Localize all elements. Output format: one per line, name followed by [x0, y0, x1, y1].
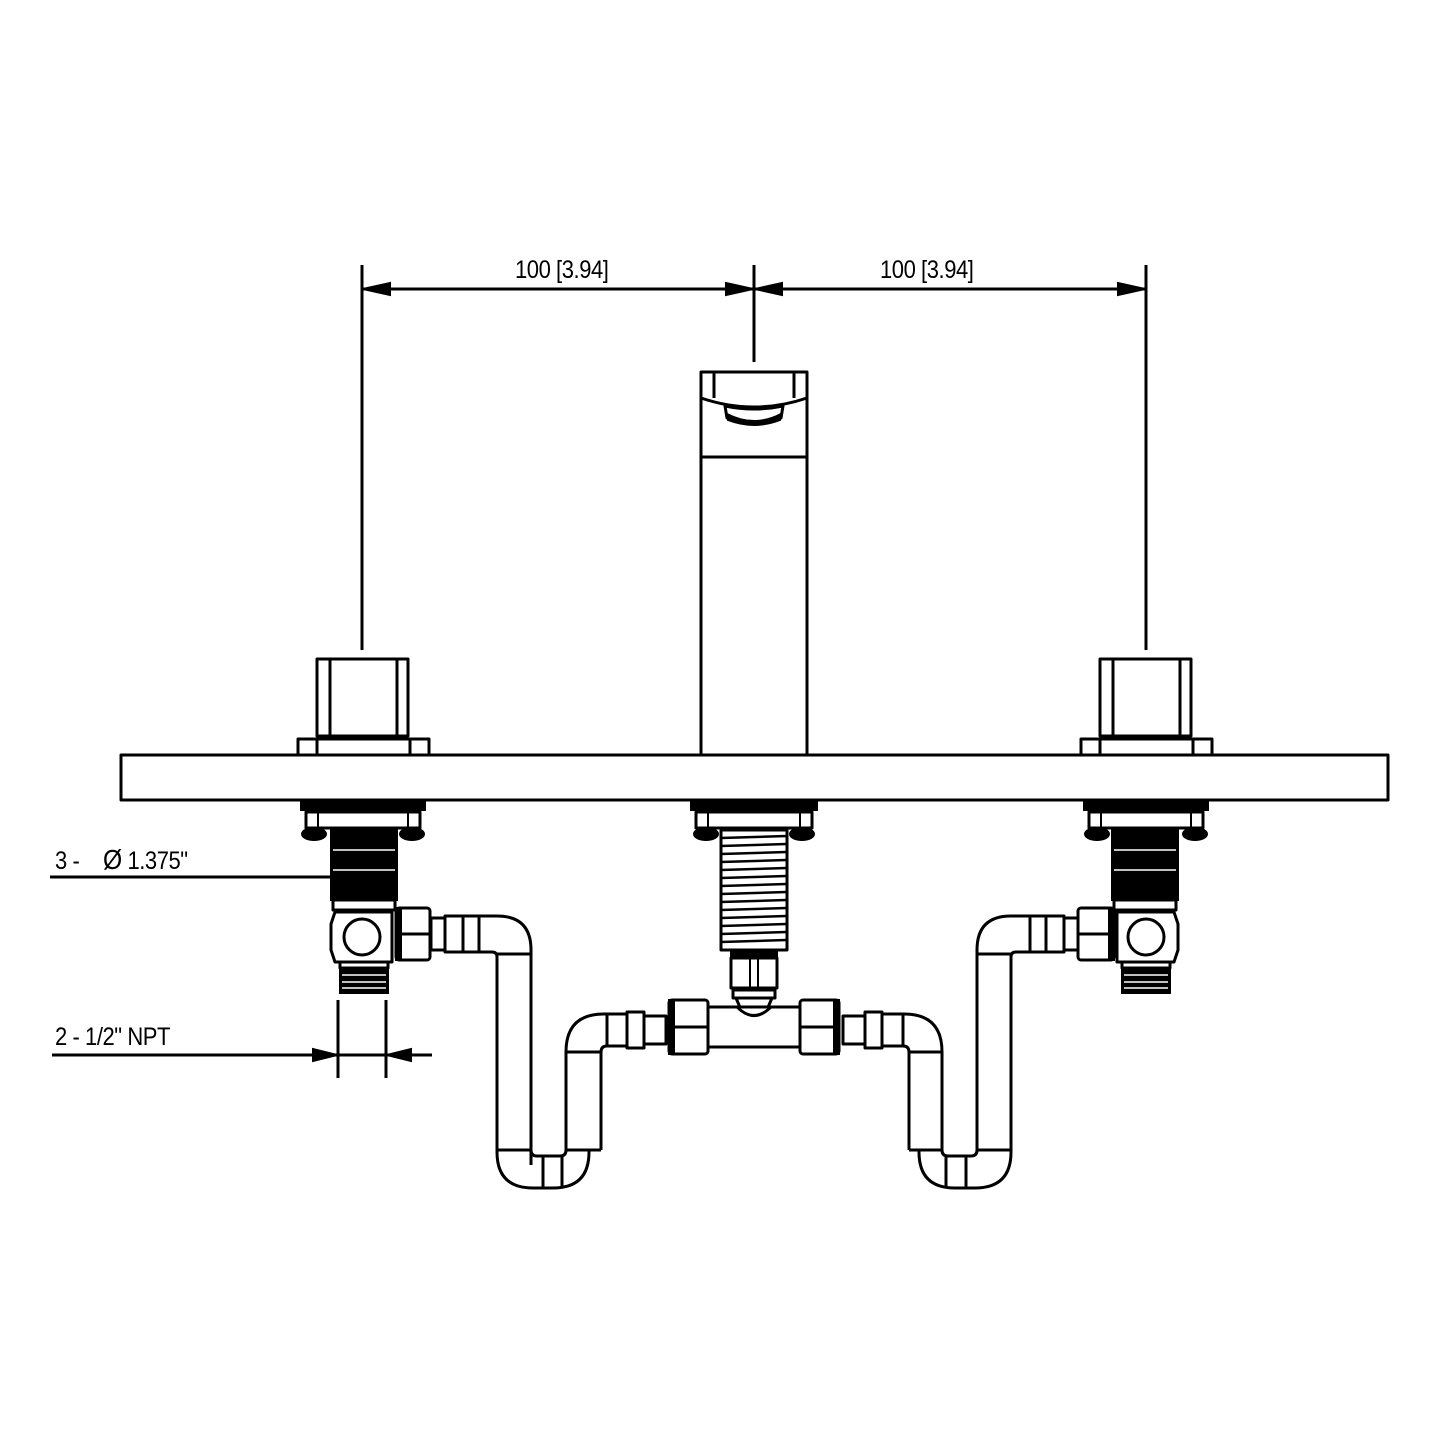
npt-label: 2 - 1/2" NPT [55, 1023, 171, 1051]
deck-plate [119, 753, 1390, 802]
center-spout-shank [690, 799, 818, 1018]
hole-count: 3 - [55, 847, 80, 875]
right-s-pipe [841, 914, 1046, 1190]
left-handle [296, 657, 431, 757]
hole-diameter-value: 1.375" [127, 847, 188, 875]
left-valve-shank [300, 799, 426, 901]
right-valve-shank [1083, 799, 1209, 901]
left-spacing-label: 100 [3.94] [515, 256, 609, 284]
diameter-symbol: Ø [103, 844, 122, 875]
right-handle [1079, 657, 1214, 757]
right-angle-inlet [1044, 898, 1180, 994]
spout [699, 370, 809, 757]
right-spacing-label: 100 [3.94] [880, 256, 974, 284]
dimension-spacing [360, 265, 1148, 650]
hole-diameter-label: 3 - Ø 1.375" [55, 844, 188, 876]
dimension-npt [52, 1000, 432, 1078]
left-angle-inlet [329, 898, 465, 994]
left-s-pipe [463, 914, 668, 1190]
tee-connector [667, 998, 841, 1056]
